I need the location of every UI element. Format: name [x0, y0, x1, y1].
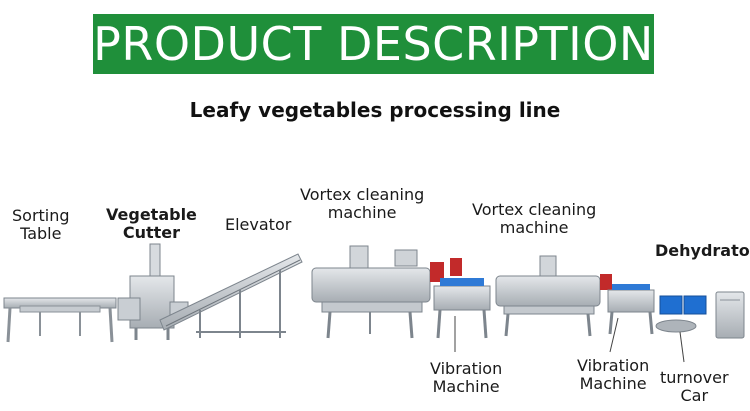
turnover-car-machine [655, 295, 707, 333]
label-vibration-machine-2: Vibration Machine [577, 356, 650, 393]
vibration-machine-2 [607, 284, 655, 335]
sorting-table-machine [3, 297, 117, 343]
page-title: PRODUCT DESCRIPTION [93, 17, 654, 71]
vortex-cleaning-machine-1 [311, 245, 462, 339]
label-turnover-car: turnover Car [660, 368, 729, 405]
leader-lines [454, 316, 685, 363]
label-dehydrator: Dehydrator [655, 241, 750, 260]
elevator-machine [159, 253, 303, 338]
label-elevator: Elevator [225, 215, 292, 234]
vegetable-cutter-machine [117, 243, 189, 340]
label-sorting-table: Sorting Table [12, 206, 70, 243]
vortex-cleaning-machine-2 [495, 255, 612, 337]
vibration-machine-1 [433, 278, 491, 339]
diagram-subtitle: Leafy vegetables processing line [189, 98, 561, 122]
label-vortex-cleaning-2: Vortex cleaning machine [472, 200, 597, 237]
label-vibration-machine-1: Vibration Machine [430, 359, 503, 396]
dehydrator-machine [715, 291, 745, 339]
label-vortex-cleaning-1: Vortex cleaning machine [300, 185, 425, 222]
title-banner: PRODUCT DESCRIPTION [93, 14, 654, 74]
label-vegetable-cutter: Vegetable Cutter [106, 205, 197, 242]
